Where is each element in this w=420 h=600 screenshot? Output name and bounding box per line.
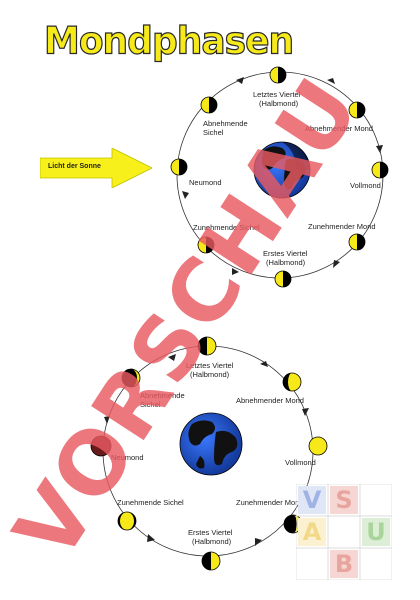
label-neumond-2: Neumond [111, 453, 144, 462]
orbit-arrow [236, 77, 244, 84]
moon-erstes-viertel-2 [201, 551, 221, 571]
moon-abnehmender-mond-1 [348, 101, 366, 119]
publisher-logo: V S A U B [296, 484, 392, 580]
orbit-arrow [260, 361, 268, 367]
sunlight-arrow [40, 148, 152, 188]
orbit-arrow [104, 416, 110, 424]
label-zunehmender-mond-2: Zunehmender Mond [236, 498, 304, 507]
orbit-arrow [147, 534, 155, 542]
earth-globe-1 [253, 141, 311, 199]
moon-erstes-viertel-1 [274, 270, 292, 288]
orbit-arrow [333, 260, 340, 268]
moon-zunehmender-mond-2 [283, 514, 303, 534]
logo-letter-u: U [366, 518, 386, 546]
logo-letter-s: S [335, 486, 353, 514]
label-halbmond-2a: (Halbmond) [190, 370, 230, 379]
earth-globe-2 [179, 412, 243, 476]
moon-abnehmende-sichel-2 [121, 368, 141, 388]
label-sichel-2: Sichel [140, 400, 161, 409]
label-zunehmender-mond-1: Zunehmender Mond [308, 222, 376, 231]
moon-letztes-viertel-1 [269, 66, 287, 84]
orbit-arrow [168, 354, 176, 361]
moon-letztes-viertel-2 [197, 336, 217, 356]
sunlight-label: Licht der Sonne [48, 163, 101, 170]
orbit-arrow [255, 538, 262, 546]
logo-letter-b: B [334, 550, 354, 578]
label-zunehmende-sichel-1: Zunehmende Sichel [193, 223, 260, 232]
orbit-arrow [376, 145, 383, 153]
moon-abnehmende-sichel-1 [200, 96, 218, 114]
label-halbmond-2b: (Halbmond) [192, 537, 232, 546]
moon-zunehmende-sichel-1 [197, 236, 215, 254]
label-neumond-1: Neumond [189, 178, 222, 187]
label-abnehmende-1: Abnehmende [203, 119, 248, 128]
orbit-arrow [302, 408, 309, 416]
label-halbmond-1b: (Halbmond) [266, 258, 306, 267]
label-zunehmende-sichel-2: Zunehmende Sichel [117, 498, 184, 507]
label-letztes-viertel-2: Letztes Viertel [186, 361, 234, 370]
orbit-arrow [327, 78, 335, 84]
label-erstes-viertel-1: Erstes Viertel [263, 249, 308, 258]
logo-letter-a: A [302, 518, 322, 546]
label-halbmond-1a: (Halbmond) [259, 99, 299, 108]
label-vollmond-1: Vollmond [350, 181, 381, 190]
label-abnehmende-2: Abnehmende [140, 391, 185, 400]
label-sichel-1: Sichel [203, 128, 224, 137]
moon-zunehmende-sichel-2 [117, 511, 137, 531]
page-title: Mondphasen [43, 19, 294, 63]
label-abnehmender-mond-2: Abnehmender Mond [236, 396, 304, 405]
orbit-arrow [182, 191, 189, 199]
orbit-arrow [232, 268, 239, 275]
label-letztes-viertel-1: Letztes Viertel [253, 90, 301, 99]
moon-vollmond-2 [308, 436, 328, 456]
moon-neumond-1 [170, 158, 188, 176]
label-erstes-viertel-2: Erstes Viertel [188, 528, 233, 537]
label-abnehmender-mond-1: Abnehmender Mond [305, 124, 373, 133]
label-vollmond-2: Vollmond [285, 458, 316, 467]
moon-abnehmender-mond-2 [282, 372, 302, 392]
logo-letter-v: V [302, 486, 322, 514]
moon-neumond-2 [90, 435, 112, 457]
moon-zunehmender-mond-1 [348, 233, 366, 251]
moon-vollmond-1 [371, 161, 389, 179]
